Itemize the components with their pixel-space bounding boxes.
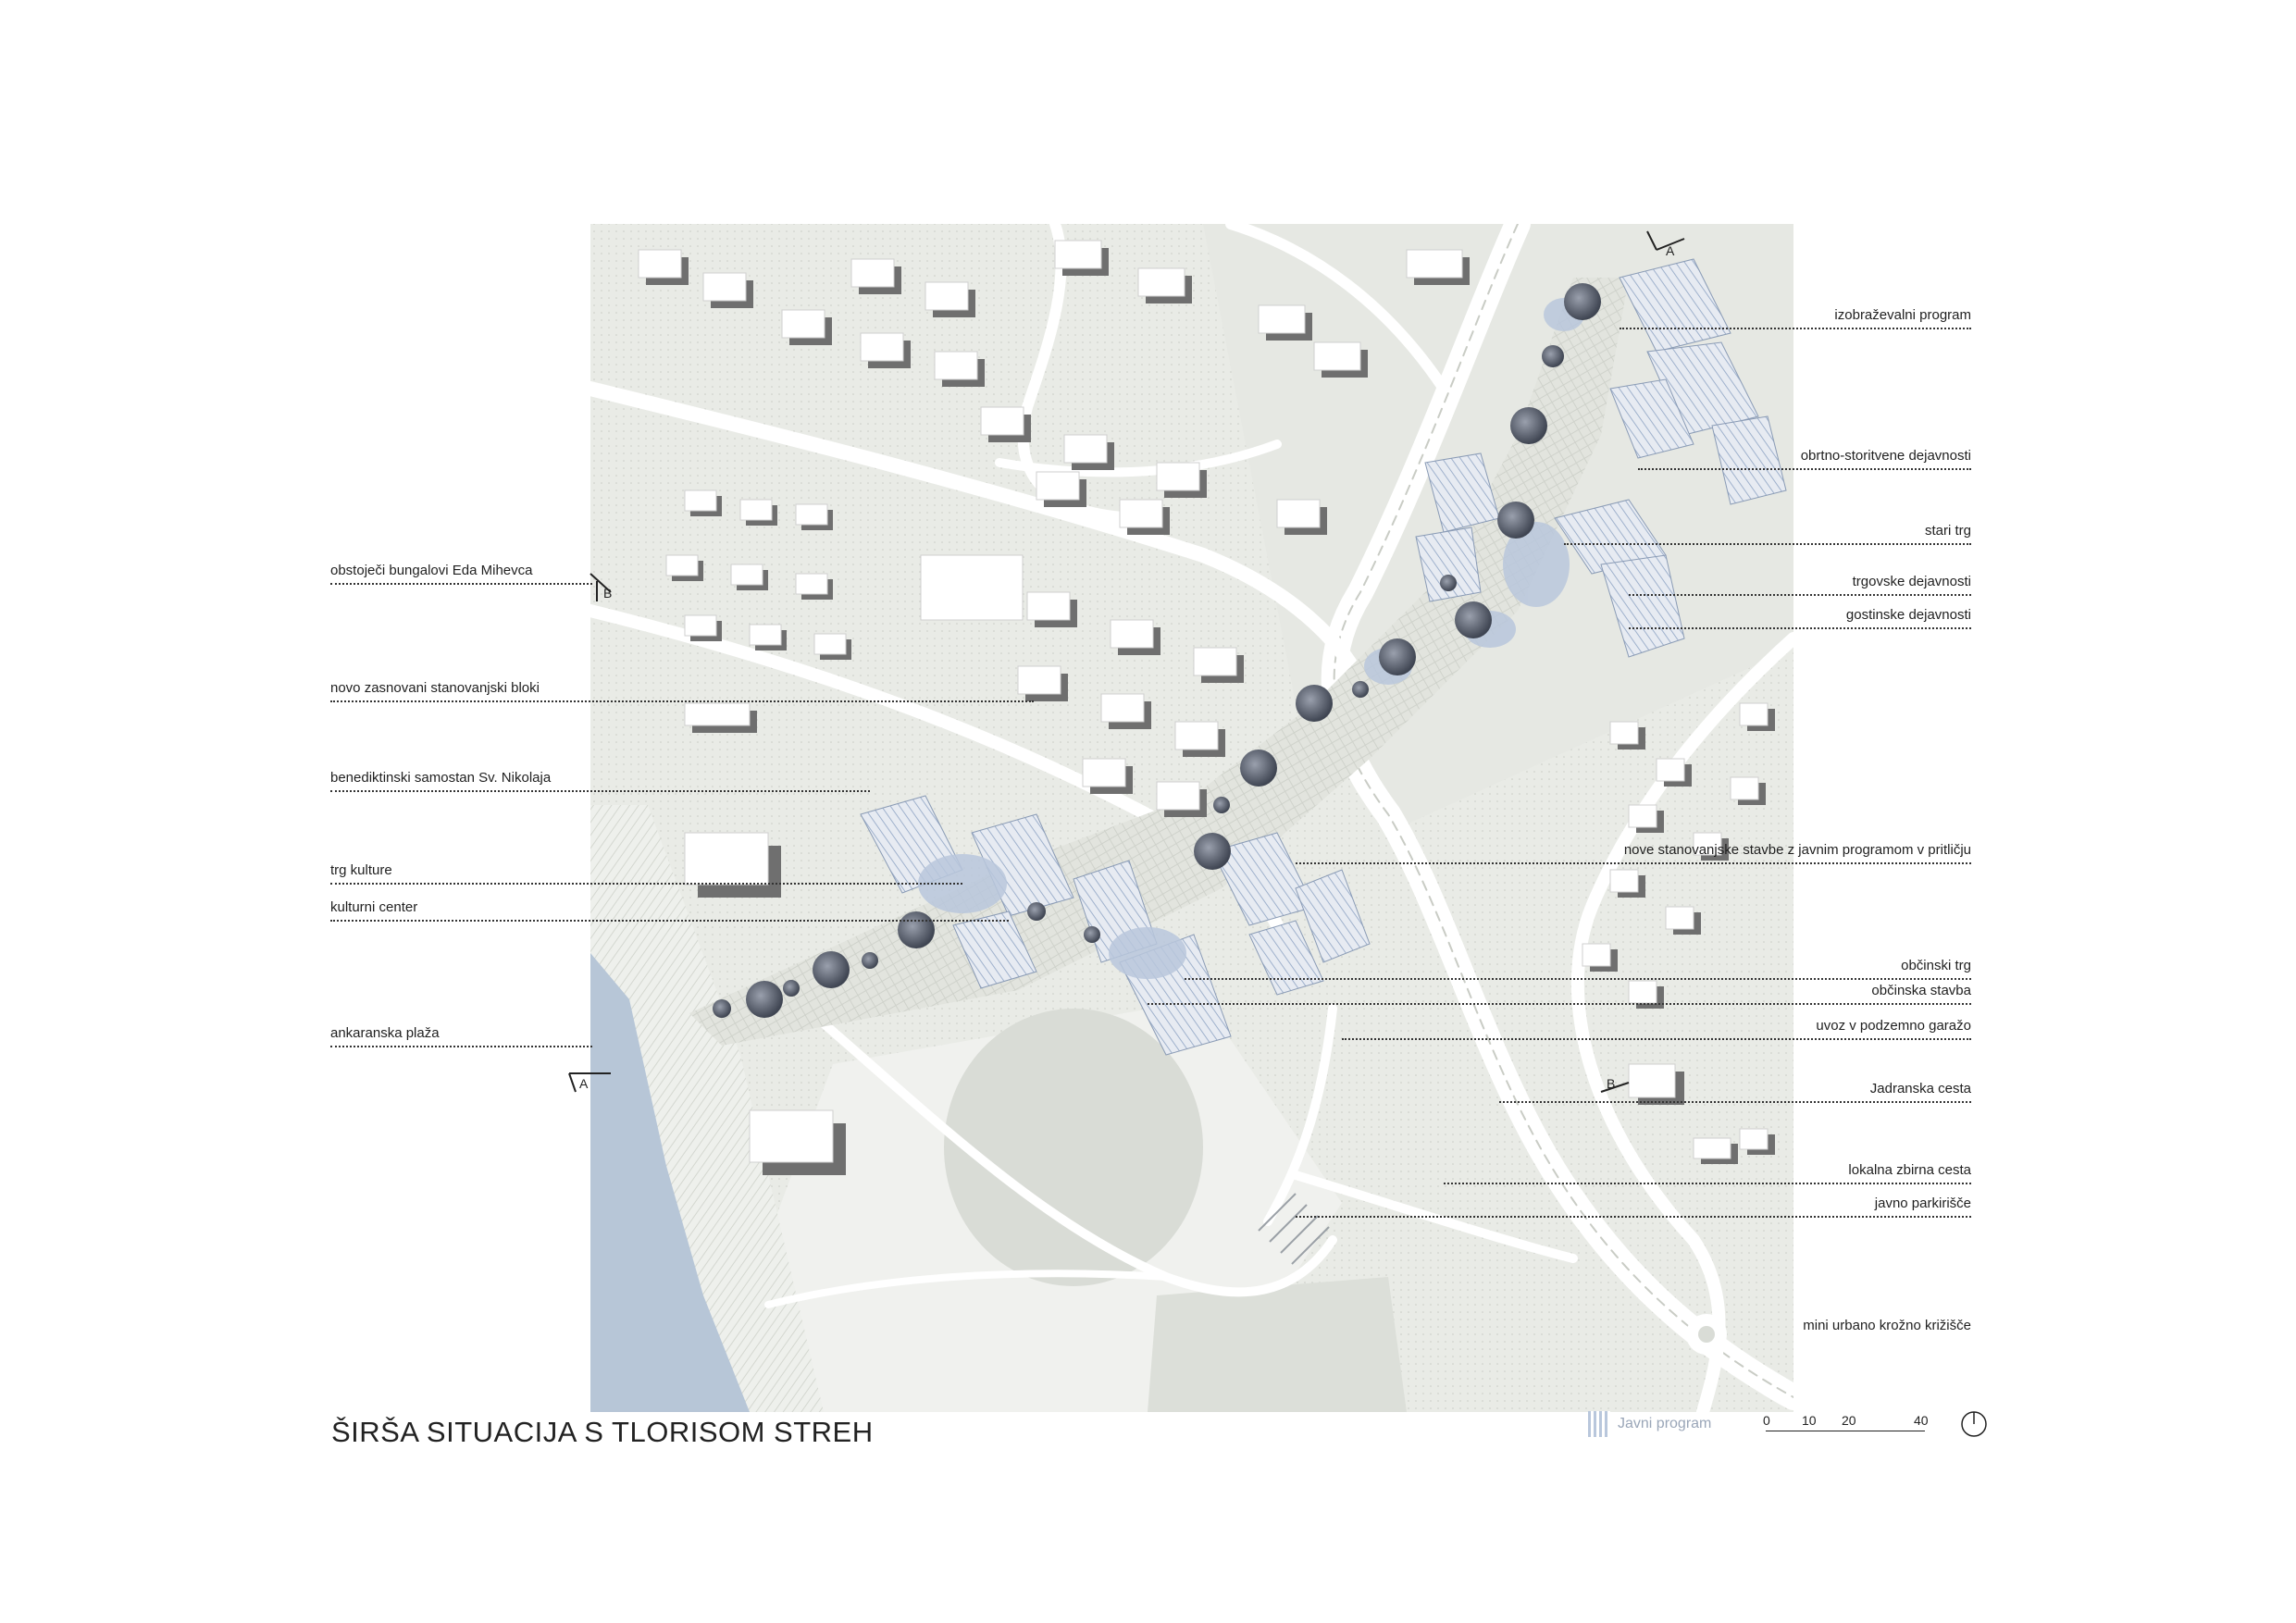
leader-education xyxy=(1620,328,1971,329)
scale-tick-40: 40 xyxy=(1914,1413,1929,1428)
label-craft-services: obrtno-storitvene dejavnosti xyxy=(1800,448,1971,464)
leader-public-parking xyxy=(1296,1216,1971,1218)
page-title: ŠIRŠA SITUACIJA S TLORISOM STREH xyxy=(331,1416,874,1448)
leader-monastery xyxy=(330,790,870,792)
north-arrow-icon xyxy=(1961,1411,1987,1437)
section-marker-a xyxy=(568,230,1685,1093)
label-hospitality: gostinske dejavnosti xyxy=(1845,607,1971,623)
scale-tick-0: 0 xyxy=(1763,1413,1770,1428)
label-local-road: lokalna zbirna cesta xyxy=(1848,1162,1971,1178)
leader-jadranska-road xyxy=(1499,1101,1971,1103)
label-public-parking: javno parkirišče xyxy=(1874,1196,1971,1211)
legend-swatch-public-program xyxy=(1588,1411,1610,1437)
label-municipal-square: občinski trg xyxy=(1901,958,1971,973)
label-municipal-building: občinska stavba xyxy=(1871,983,1971,998)
label-retail: trgovske dejavnosti xyxy=(1852,574,1971,589)
label-roundabout: mini urbano krožno križišče xyxy=(1803,1318,1971,1333)
section-marker-a-label-top: A xyxy=(1666,243,1675,258)
section-marker-a-label-left: A xyxy=(579,1076,589,1091)
legend-label: Javni program xyxy=(1618,1416,1712,1431)
label-bungalows: obstoječi bungalovi Eda Mihevca xyxy=(330,563,533,578)
section-marker-b-label-left: B xyxy=(603,586,612,601)
leader-residential-blocks xyxy=(330,700,1034,702)
leader-craft-services xyxy=(1638,468,1971,470)
leader-cultural-center xyxy=(330,920,1009,922)
leader-municipal-building xyxy=(1148,1003,1971,1005)
label-beach: ankaranska plaža xyxy=(330,1025,440,1041)
legend: Javni program xyxy=(1588,1410,1711,1438)
label-garage-entrance: uvoz v podzemno garažo xyxy=(1816,1018,1971,1034)
leader-retail xyxy=(1629,594,1971,596)
scale-tick-20: 20 xyxy=(1842,1413,1856,1428)
leader-garage-entrance xyxy=(1342,1038,1971,1040)
label-residential-blocks: novo zasnovani stanovanjski bloki xyxy=(330,680,540,696)
leader-municipal-square xyxy=(1185,978,1971,980)
leader-bungalows xyxy=(330,583,592,585)
leader-old-square xyxy=(1564,543,1971,545)
scale-tick-10: 10 xyxy=(1802,1413,1817,1428)
leader-beach xyxy=(330,1046,592,1047)
section-marker-b-label-right: B xyxy=(1607,1076,1615,1091)
leader-hospitality xyxy=(1629,627,1971,629)
leader-local-road xyxy=(1444,1183,1971,1184)
label-new-residential-public: nove stanovanjske stavbe z javnim progra… xyxy=(1623,842,1971,858)
label-old-square: stari trg xyxy=(1924,523,1971,539)
label-culture-square: trg kulture xyxy=(330,862,392,878)
label-jadranska-road: Jadranska cesta xyxy=(1869,1081,1971,1096)
label-monastery: benediktinski samostan Sv. Nikolaja xyxy=(330,770,552,786)
section-marker-b xyxy=(590,573,1630,1093)
leader-new-residential-public xyxy=(1296,862,1971,864)
label-cultural-center: kulturni center xyxy=(330,899,418,915)
leader-culture-square xyxy=(330,883,962,885)
label-education: izobraževalni program xyxy=(1834,307,1971,323)
